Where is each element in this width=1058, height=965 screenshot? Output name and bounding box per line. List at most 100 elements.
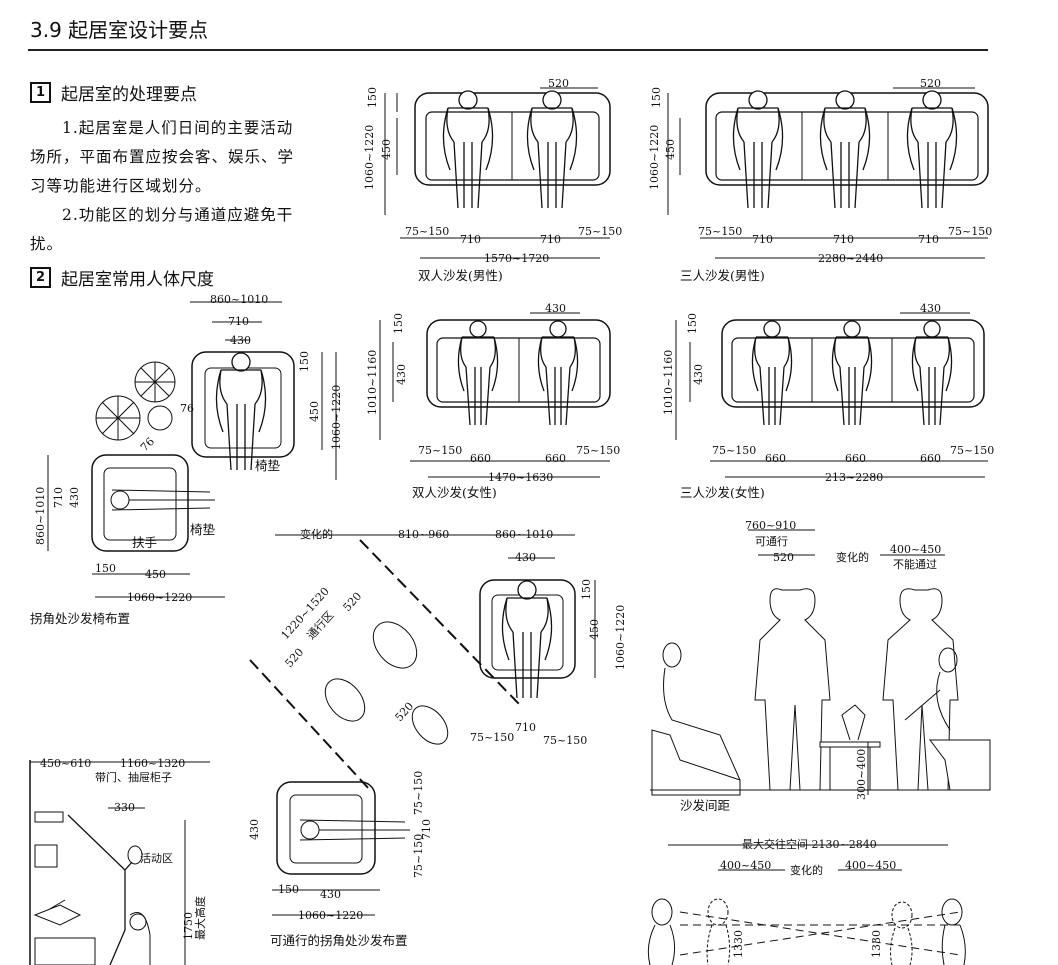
dim-back: 150	[686, 313, 699, 334]
dim-arm-left: 75~150	[418, 444, 462, 457]
caption-two-seat-male: 双人沙发(男性)	[418, 268, 503, 283]
para-2-line-2: 扰。	[30, 235, 64, 253]
dim-520b: 520	[341, 590, 365, 614]
dim-810: 810~960	[398, 528, 449, 541]
dim-depth: 1060~1220	[648, 125, 661, 190]
dim-400b: 400~450	[845, 859, 896, 872]
dim-710: 710	[228, 315, 249, 328]
page-title: 3.9 起居室设计要点	[30, 18, 209, 42]
label-variable: 变化的	[790, 863, 823, 877]
dim-150: 150	[580, 579, 593, 600]
dim-left-710: 710	[52, 487, 65, 508]
para-2-line-1: 2.功能区的划分与通道应避免干	[62, 206, 294, 224]
dim-710v: 710	[420, 819, 433, 840]
dim-seat: 520	[920, 77, 941, 90]
dim-seat: 430	[545, 302, 566, 315]
dim-430v: 430	[248, 819, 261, 840]
para-1-line-3: 习等功能进行区域划分。	[30, 177, 212, 195]
label-cushion-2: 椅垫	[190, 522, 216, 537]
dim-76b: 76	[138, 435, 157, 454]
dim-left: 860~1010	[34, 487, 47, 545]
label-activity-zone: 活动区	[140, 852, 173, 865]
dim-width-1: 710	[460, 233, 481, 246]
dim-back: 150	[650, 87, 663, 108]
label-cushion-1: 椅垫	[255, 458, 281, 473]
dim-150: 150	[298, 351, 311, 372]
dim-sit: 450	[664, 139, 677, 160]
section-2-number: 2	[30, 267, 51, 288]
dim-arm-left: 75~150	[405, 225, 449, 238]
dim-520a: 520	[283, 646, 307, 670]
dim-width-1: 710	[752, 233, 773, 246]
dim-arm-left: 75~150	[712, 444, 756, 457]
dim-710: 710	[515, 721, 536, 734]
dim-400: 400~450	[890, 543, 941, 556]
dim-300: 300~400	[855, 749, 868, 800]
dim-width-1: 660	[765, 452, 786, 465]
dim-width-3: 660	[920, 452, 941, 465]
dim-76a: 76	[180, 402, 194, 415]
dim-75b: 75~150	[543, 734, 587, 747]
label-variable: 变化的	[836, 550, 869, 564]
dim-bottom-150: 150	[95, 562, 116, 575]
dim-760: 760~910	[745, 519, 796, 532]
caption-three-seat-female: 三人沙发(女性)	[680, 485, 765, 500]
section-2-title: 起居室常用人体尺度	[61, 270, 214, 290]
dim-430: 430	[515, 551, 536, 564]
conversation-space-diagram: 最大交往空间 2130~2840 400~450 变化的 400~450 133…	[647, 837, 966, 965]
dim-depth: 1060~1220	[614, 605, 627, 670]
dim-arm-right: 75~150	[950, 444, 994, 457]
dim-width-3: 710	[918, 233, 939, 246]
passable-corner-diagram: 变化的 810~960 860~1010 430 150 450 1060~12…	[248, 527, 627, 948]
dim-total: 1570~1720	[484, 252, 549, 265]
dim-sit: 430	[395, 364, 408, 385]
para-1-line-2: 场所，平面布置应按会客、娱乐、学	[30, 148, 295, 166]
dim-width-2: 660	[845, 452, 866, 465]
dim-430: 430	[230, 334, 251, 347]
cabinet-activity-diagram: 450~610 1160~1320 带门、抽屉柜子 330 活动区 1750 最…	[29, 757, 210, 965]
dim-mid: 1160~1320	[120, 757, 185, 770]
dim-top: 860~1010	[210, 293, 268, 306]
dim-sit: 430	[692, 364, 705, 385]
title-rule	[28, 49, 988, 51]
dim-bottom-total: 1060~1220	[298, 909, 363, 922]
dim-total: 213~2280	[825, 471, 883, 484]
two-seat-female-sofa-diagram: 430 150 1010~1160 430 75~150 660 660 75~…	[366, 302, 620, 500]
dim-depth: 1060~1220	[330, 385, 343, 450]
dim-1330a: 1330	[732, 930, 745, 958]
dim-arm-right: 75~150	[948, 225, 992, 238]
dim-width-2: 710	[833, 233, 854, 246]
caption-sofa-spacing: 沙发间距	[680, 798, 730, 813]
caption-three-seat-male: 三人沙发(男性)	[680, 268, 765, 283]
dim-back: 150	[366, 87, 379, 108]
dim-bottom-430: 430	[320, 888, 341, 901]
section-1-body: 1.起居室是人们日间的主要活动 场所，平面布置应按会客、娱乐、学 习等功能进行区…	[30, 114, 330, 259]
dim-75a: 75~150	[470, 731, 514, 744]
dim-450: 450	[588, 619, 601, 640]
section-1-number: 1	[30, 82, 51, 103]
dim-bottom-450: 450	[145, 568, 166, 581]
dim-max-space: 最大交往空间 2130~2840	[742, 837, 877, 851]
label-no-pass: 不能通过	[893, 557, 937, 571]
caption-corner: 拐角处沙发椅布置	[30, 611, 130, 626]
label-armrest: 扶手	[132, 535, 157, 550]
dim-sit: 450	[380, 139, 393, 160]
dim-arm-left: 75~150	[698, 225, 742, 238]
dim-bottom-total: 1060~1220	[127, 591, 192, 604]
dim-depth: 1010~1160	[366, 350, 379, 415]
dim-seat: 430	[920, 302, 941, 315]
dim-left-430: 430	[68, 487, 81, 508]
three-seat-female-sofa-diagram: 430 150 1010~1160 430 75~150 660 660 660…	[662, 302, 994, 500]
dim-75d: 75~150	[412, 834, 425, 878]
dim-75c: 75~150	[412, 771, 425, 815]
para-1-line-1: 1.起居室是人们日间的主要活动	[62, 119, 294, 137]
dim-total: 1470~1630	[488, 471, 553, 484]
dim-450: 450	[308, 401, 321, 422]
dim-total: 2280~2440	[818, 252, 883, 265]
dim-arm-right: 75~150	[576, 444, 620, 457]
dim-520: 520	[773, 551, 794, 564]
dim-330: 330	[114, 801, 135, 814]
label-cabinet: 带门、抽屉柜子	[95, 770, 172, 784]
dim-arm-right: 75~150	[578, 225, 622, 238]
